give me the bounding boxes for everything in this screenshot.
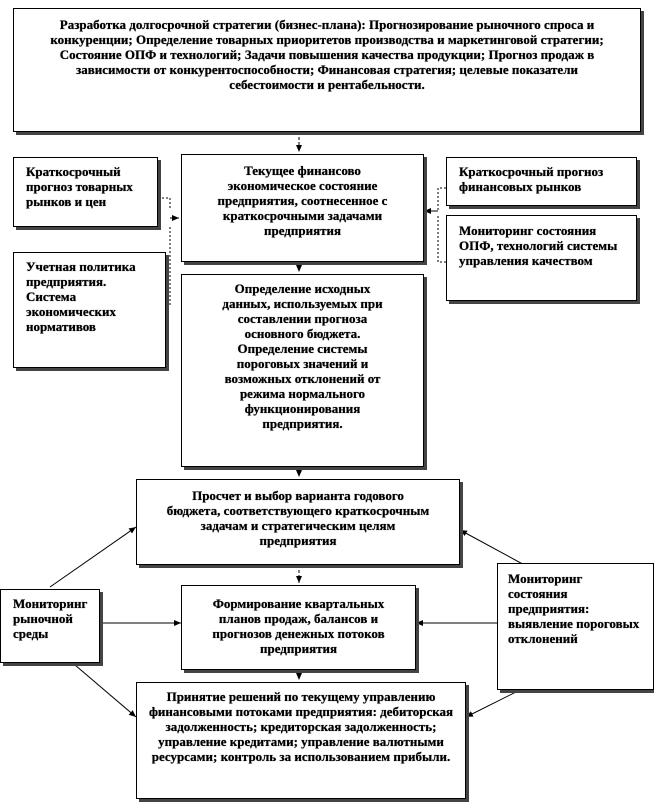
monitoring-opf-box: Мониторинг состояния ОПФ, технологий сис…: [446, 215, 637, 301]
short-term-goods-forecast-box: Краткосрочный прогноз товарных рынков и …: [13, 157, 158, 227]
quarterly-plans-box: Формирование квартальных планов продаж, …: [181, 585, 416, 670]
arrow-env-to-budget: [49, 526, 137, 588]
monitoring-enterprise-state-box: Мониторинг состояния предприятия: выявле…: [497, 563, 654, 690]
strategy-box: Разработка долгосрочной стратегии (бизне…: [13, 8, 641, 132]
connector-short-fin: [437, 187, 446, 210]
budget-choice-box: Просчет и выбор варианта годового бюджет…: [136, 479, 460, 565]
short-term-financial-forecast-box: Краткосрочный прогноз финансовых рынков: [446, 157, 637, 206]
decisions-box: Принятие решений по текущему управлению …: [136, 682, 466, 799]
current-state-box: Текущее финансово экономическое состояни…: [181, 154, 424, 262]
accounting-policy-box: Учетная политика предприятия. Система эк…: [13, 252, 166, 368]
connector-accounting: [166, 225, 171, 306]
initial-data-box: Определение исходных данных, используемы…: [181, 274, 424, 467]
arrow-state-to-decisions: [465, 684, 531, 718]
monitoring-market-env-box: Мониторинг рыночной среды: [0, 589, 100, 663]
arrow-env-to-decisions: [74, 664, 137, 718]
connector-short-goods: [158, 197, 171, 210]
arrow-state-to-budget: [459, 529, 531, 569]
connector-monitoring-opf: [437, 214, 446, 263]
